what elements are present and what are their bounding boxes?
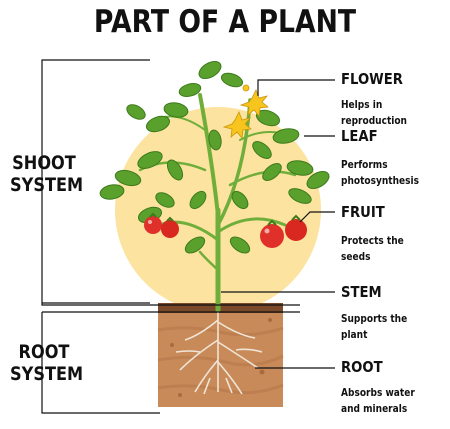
root-description: Absorbs water and minerals	[341, 385, 415, 417]
callout-lines	[221, 79, 335, 369]
fruit-description: Protects the seeds	[341, 233, 404, 265]
fruit-label: FRUIT	[341, 203, 385, 221]
stem-desc-line2: plant	[341, 329, 368, 341]
root-desc-line1: Absorbs water	[341, 387, 415, 399]
shoot-system-line1: SHOOT	[12, 152, 76, 174]
leaves	[99, 60, 330, 254]
soil-block	[157, 303, 284, 407]
flower-label: FLOWER	[341, 70, 403, 88]
flower-desc-line1: Helps in reproduction	[341, 99, 407, 127]
page-title: PART OF A PLANT	[93, 4, 357, 40]
leaf-description: Performs photosynthesis	[341, 157, 419, 189]
shoot-system-line2: SYSTEM	[10, 174, 84, 196]
stem-desc-line1: Supports the	[341, 313, 408, 325]
leaf-desc-line1: Performs	[341, 159, 388, 171]
tomatoes	[144, 212, 307, 248]
root-system-line2: SYSTEM	[10, 363, 84, 385]
root-label: ROOT	[341, 358, 383, 376]
fruit-desc-line2: seeds	[341, 251, 371, 263]
fruit-desc-line1: Protects the	[341, 235, 404, 247]
stem-description: Supports the plant	[341, 311, 407, 343]
leaf-label: LEAF	[341, 127, 378, 145]
system-brackets	[41, 59, 300, 414]
leaf-desc-line2: photosynthesis	[341, 175, 420, 187]
stem-label: STEM	[341, 283, 382, 301]
root-system-label: ROOT SYSTEM	[10, 341, 84, 385]
root-desc-line2: and minerals	[341, 403, 408, 415]
flowers	[222, 84, 269, 139]
root-system-line1: ROOT	[18, 341, 70, 363]
roots	[175, 310, 263, 395]
flower-description: Helps in reproduction	[341, 97, 435, 129]
shoot-system-label: SHOOT SYSTEM	[10, 152, 84, 196]
